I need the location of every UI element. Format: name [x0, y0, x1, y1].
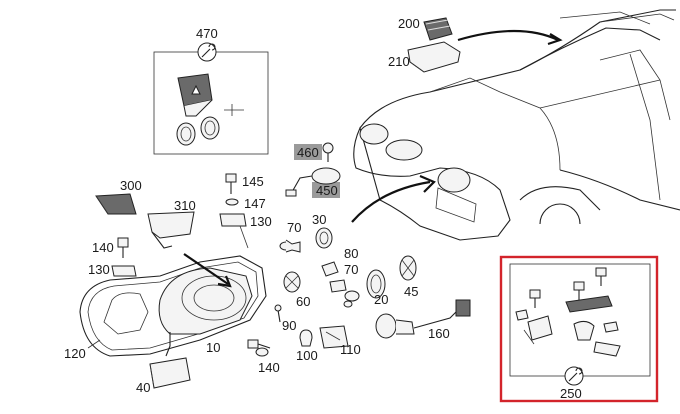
callout-20: 20: [374, 292, 388, 307]
callout-70-top: 70: [287, 220, 301, 235]
wrench-icon: [197, 42, 217, 62]
screws-140-130-left: 140 130: [88, 237, 137, 277]
wrench-icon: [564, 366, 584, 386]
callout-250: 250: [560, 386, 582, 401]
highlight-box: [499, 255, 659, 403]
callout-147: 147: [244, 196, 266, 211]
callout-120: 120: [64, 346, 86, 361]
kit-250-highlight: 250: [499, 255, 659, 403]
car-outline: [353, 9, 680, 241]
callout-460-highlight: [294, 144, 322, 160]
igniter-160: 160: [375, 299, 471, 341]
callout-10: 10: [206, 340, 220, 355]
bulb-460-450: 460 450: [285, 142, 341, 198]
callout-310: 310: [174, 198, 196, 213]
callout-45: 45: [404, 284, 418, 299]
callout-130-left: 130: [88, 262, 110, 277]
kit-470-box: 470: [153, 26, 269, 155]
callout-40: 40: [136, 380, 150, 395]
callout-470: 470: [196, 26, 218, 41]
headlamp-assembly: 120 10: [64, 253, 267, 361]
module-200-210: 200 210: [388, 16, 563, 73]
lower-bulbs: 90 100 110 140: [247, 304, 361, 375]
arrow-to-headlamp: [351, 180, 431, 223]
callout-100: 100: [296, 348, 318, 363]
callout-110: 110: [340, 342, 361, 357]
callout-300: 300: [120, 178, 142, 193]
bulbs-and-holders: 70 30 80 70 60 20 45: [279, 212, 418, 309]
callout-145: 145: [242, 174, 264, 189]
callout-200: 200: [398, 16, 420, 31]
callout-160: 160: [428, 326, 450, 341]
callout-210: 210: [388, 54, 410, 69]
callout-460: 460: [297, 145, 319, 160]
callout-450-highlight: [312, 182, 340, 198]
callout-80: 80: [344, 246, 358, 261]
callout-130-top: 130: [250, 214, 272, 229]
covers-300-310: 300 310: [95, 178, 196, 249]
arrow-to-roof: [457, 29, 559, 42]
callout-60: 60: [296, 294, 310, 309]
callout-30: 30: [312, 212, 326, 227]
control-unit-40: 40: [136, 357, 191, 395]
callout-70-mid: 70: [344, 262, 358, 277]
callout-140-lower: 140: [258, 360, 280, 375]
callout-450: 450: [316, 183, 338, 198]
screws-145-147-130: 145 147 130: [219, 173, 272, 249]
callout-140-left: 140: [92, 240, 114, 255]
callout-90: 90: [282, 318, 296, 333]
